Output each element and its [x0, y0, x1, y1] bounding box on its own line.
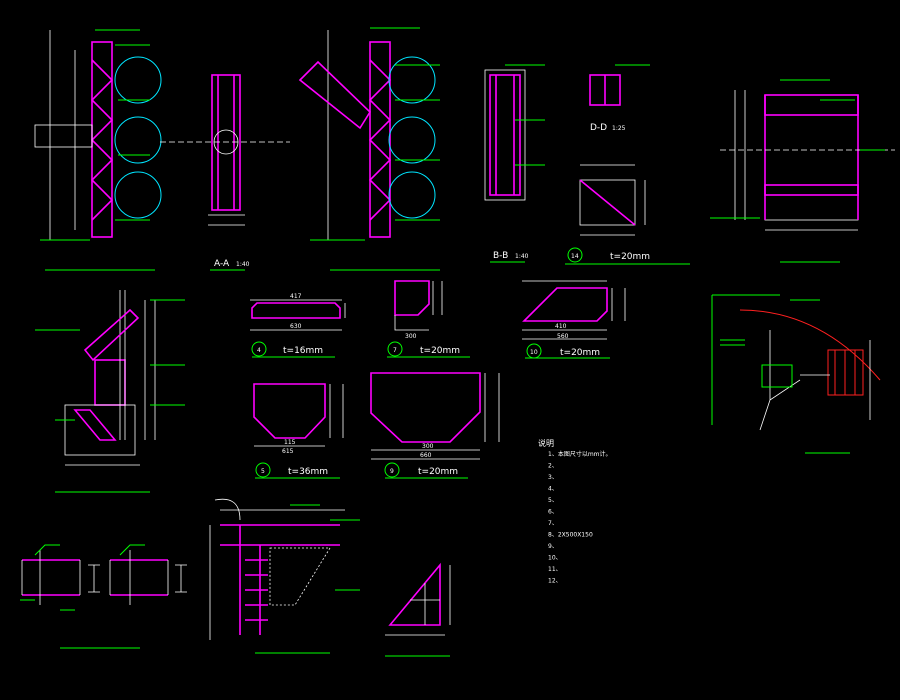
note-item: 11、	[548, 566, 562, 573]
section-a-a-scale: 1:40	[236, 261, 250, 268]
note-item: 9、	[548, 543, 558, 550]
plate-7-total-dim: 300	[405, 333, 417, 340]
section-a-a: A-A 1:40	[160, 74, 290, 271]
section-a-a-title: A-A	[214, 259, 230, 269]
plate-5-number: 5	[261, 468, 265, 475]
plate-10-number: 10	[530, 349, 538, 356]
note-item: 5、	[548, 497, 558, 504]
plate-14-number: 14	[571, 253, 579, 260]
triangle-stiffener-plate	[385, 562, 451, 657]
support-node	[35, 290, 185, 493]
plate-9-mid-dim: 300	[422, 443, 434, 450]
section-b-b-title: B-B	[493, 251, 508, 261]
note-item: 10、	[548, 555, 562, 562]
section-d-d-scale: 1:25	[612, 125, 626, 132]
plate-9: 300 660 9 t=20mm	[370, 372, 500, 479]
plate-7-title: t=20mm	[420, 346, 460, 356]
general-notes: 说明 1、本图尺寸以mm计。 2、 3、 4、 5、 6、 7、 8、2X500X150 9、 1…	[538, 438, 612, 585]
note-item: 2、	[548, 463, 558, 470]
plate-10: 410 560 10 t=20mm	[522, 280, 626, 359]
plate-9-number: 9	[390, 468, 394, 475]
plate-9-total-dim: 660	[420, 452, 432, 459]
plate-14-title: t=20mm	[610, 252, 650, 262]
node-section-right	[710, 79, 895, 263]
plate-5: 115 615 5 t=36mm	[253, 383, 344, 479]
note-item: 3、	[548, 474, 558, 481]
section-b-b: B-B 1:40	[484, 64, 545, 263]
plate-4: 417 630 4 t=16mm	[250, 293, 346, 358]
brace-node-plan	[298, 27, 440, 271]
support-node-plan-1	[34, 29, 162, 271]
section-d-d-title: D-D	[590, 123, 607, 133]
note-item: 8、2X500X150	[548, 532, 593, 539]
plate-7: 300 7 t=20mm	[387, 280, 470, 358]
note-item: 4、	[548, 486, 558, 493]
section-b-b-scale: 1:40	[515, 253, 529, 260]
note-item: 1、本图尺寸以mm计。	[548, 450, 612, 458]
plate-4-title: t=16mm	[283, 346, 323, 356]
i-beam-splice-detail	[20, 544, 187, 649]
plate-5-total-dim: 615	[282, 448, 294, 455]
section-d-d: D-D 1:25	[589, 64, 650, 133]
plate-10-bottom-dim: 410	[555, 323, 567, 330]
note-item: 6、	[548, 509, 558, 516]
plate-10-title: t=20mm	[560, 348, 600, 358]
notes-header: 说明	[538, 438, 554, 448]
plate-10-total-dim: 560	[557, 333, 569, 340]
plate-7-number: 7	[393, 347, 397, 354]
note-item: 12、	[548, 578, 562, 585]
plate-4-total-dim: 630	[290, 323, 302, 330]
plate-9-title: t=20mm	[418, 467, 458, 477]
plate-5-title: t=36mm	[288, 467, 328, 477]
plate-14: 14 t=20mm	[565, 164, 690, 265]
steel-support-node-detail	[711, 294, 881, 454]
plate-4-number: 4	[257, 347, 261, 354]
plate-4-top-dim: 417	[290, 293, 302, 300]
corner-node-plan	[209, 498, 360, 654]
plate-5-mid-dim: 115	[284, 439, 296, 446]
note-item: 7、	[548, 520, 558, 527]
